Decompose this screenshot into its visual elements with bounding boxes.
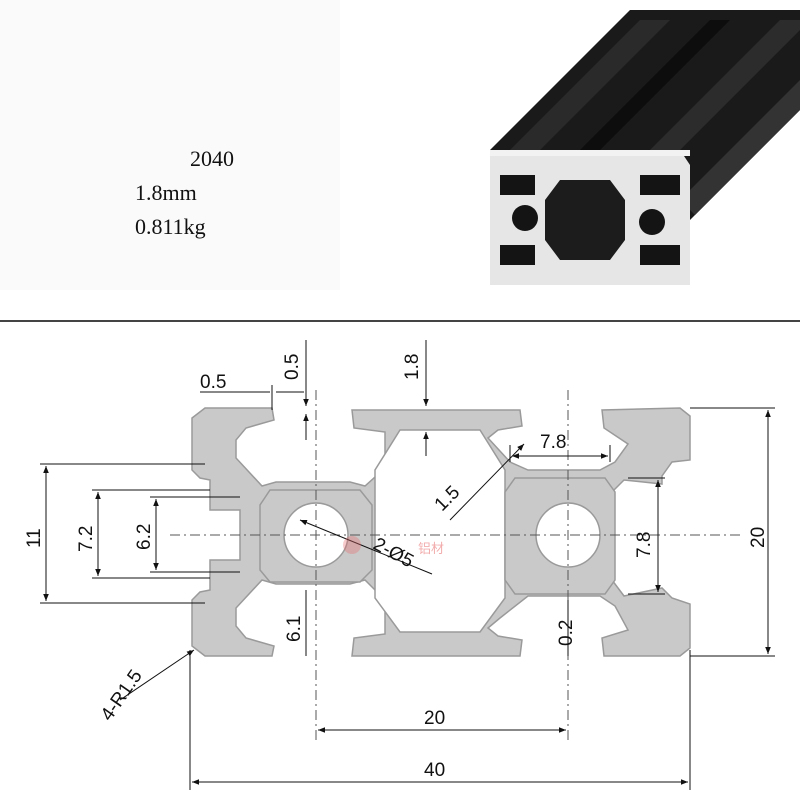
profile-model: 2040 <box>190 146 234 171</box>
dim-outer-slot-height: 11 <box>24 528 45 548</box>
watermark-text: 铝材 <box>418 541 444 556</box>
dim-width-total: 40 <box>424 760 445 781</box>
dim-slot-lip: 0.5 <box>200 372 226 393</box>
dim-height-total: 20 <box>748 527 769 548</box>
dim-slot-opening-outer: 7.2 <box>76 526 97 552</box>
dim-corner-radius: 4-R1.5 <box>97 666 147 725</box>
wall-thickness: 1.8mm <box>135 180 197 205</box>
dim-gap-right: 0.2 <box>556 620 577 646</box>
dim-slot-inner: 7.8 <box>540 432 566 453</box>
center-lines <box>170 390 740 740</box>
dim-slot-lip-gap: 0.5 <box>282 354 303 380</box>
profile-cross-section <box>191 407 691 657</box>
product-photo <box>490 10 800 285</box>
dim-slot-opening-inner: 6.2 <box>134 524 155 550</box>
profile-weight: 0.811kg <box>135 214 206 239</box>
spec-panel: 2040 1.8mm 0.811kg <box>0 0 340 290</box>
dim-hole-spacing: 20 <box>424 708 445 729</box>
watermark-logo: 铝材 <box>343 536 444 556</box>
dim-wall-top: 1.8 <box>402 354 423 380</box>
section-divider <box>0 320 800 322</box>
dim-slot-depth: 6.1 <box>284 616 305 642</box>
dimension-lines <box>40 340 775 790</box>
dim-slot-right-height: 7.8 <box>634 532 655 558</box>
